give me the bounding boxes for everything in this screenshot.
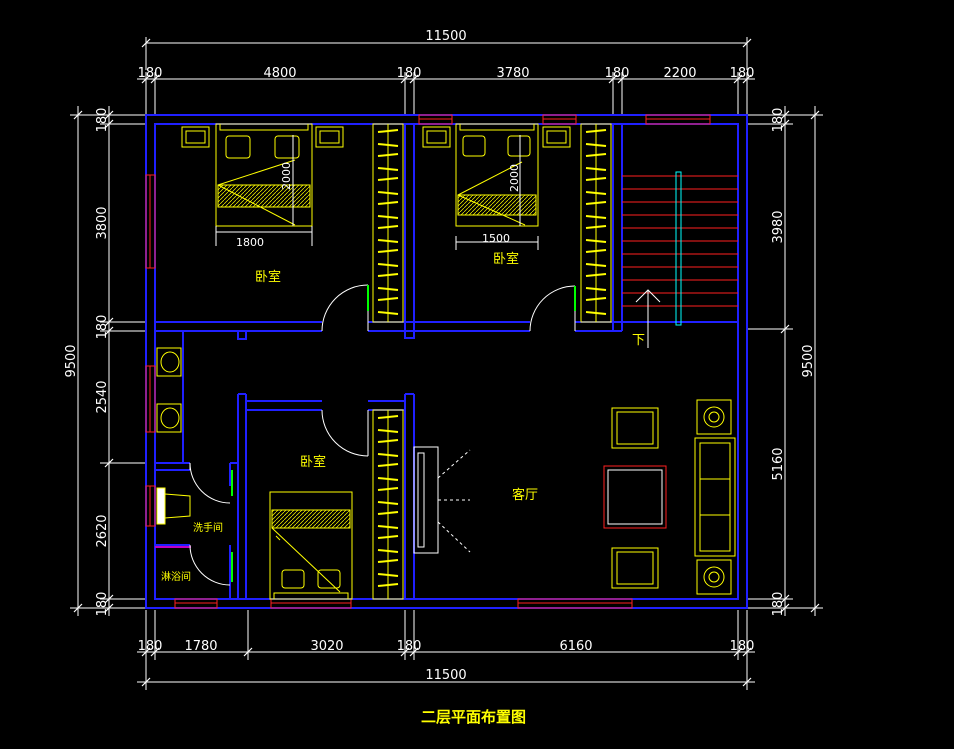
stair-railing [675, 171, 682, 326]
tv-cabinet [413, 446, 471, 554]
dim-left-4: 2540 [95, 380, 110, 413]
dimension-slashes [73, 38, 820, 687]
stair-arrow [635, 289, 661, 348]
bed-2 [422, 123, 571, 250]
top-ticks [145, 72, 748, 115]
bed-3 [269, 491, 353, 600]
dim-right-4: 180 [771, 592, 786, 617]
left-dim-texts: 180 3800 180 2540 2620 180 9500 [64, 108, 110, 617]
dim-bottom-total: 11500 [425, 668, 466, 683]
bed2-width-label: 1500 [482, 232, 510, 245]
dim-bottom-5: 6160 [559, 639, 592, 654]
dim-top-1: 180 [138, 66, 163, 81]
stairs: 下 [622, 171, 738, 348]
washbasins [156, 347, 182, 433]
room-label-shower: 淋浴间 [161, 570, 191, 583]
dim-bottom-2: 1780 [184, 639, 217, 654]
dim-bottom-1: 180 [138, 639, 163, 654]
dim-left-2: 3800 [95, 206, 110, 239]
room-label-bedroom-3: 卧室 [300, 454, 326, 470]
dim-top-7: 180 [730, 66, 755, 81]
toilet [156, 487, 191, 525]
dim-top-total: 11500 [425, 29, 466, 44]
dim-top-3: 180 [397, 66, 422, 81]
stair-treads [622, 175, 738, 307]
room-label-washroom: 洗手间 [193, 521, 223, 534]
dim-bottom-6: 180 [730, 639, 755, 654]
dim-top-5: 180 [605, 66, 630, 81]
sofa-set [603, 399, 736, 595]
dim-left-5: 2620 [95, 514, 110, 547]
bed1-length-label: 2000 [280, 162, 293, 190]
dim-bottom-4: 180 [397, 639, 422, 654]
bed2-length-label: 2000 [508, 164, 521, 192]
dim-bottom-3: 3020 [310, 639, 343, 654]
bed-1 [181, 123, 344, 246]
dim-top-4: 3780 [496, 66, 529, 81]
dim-left-6: 180 [95, 592, 110, 617]
bed1-width-label: 1800 [236, 236, 264, 249]
room-label-living: 客厅 [512, 487, 538, 503]
dim-left-3: 180 [95, 315, 110, 340]
dim-top-6: 2200 [663, 66, 696, 81]
right-dim-texts: 180 3980 5160 180 9500 [771, 108, 816, 617]
dim-right-1: 180 [771, 108, 786, 133]
wardrobe-hangers [377, 129, 607, 587]
drawing-title: 二层平面布置图 [421, 708, 526, 726]
stair-down-label: 下 [632, 333, 645, 348]
dim-left-1: 180 [95, 108, 110, 133]
right-ticks [747, 114, 793, 609]
walls [145, 114, 748, 609]
windows [145, 114, 711, 609]
dim-right-3: 5160 [771, 447, 786, 480]
door-leaves [231, 285, 576, 582]
left-ticks [100, 114, 146, 609]
room-label-bedroom-2: 卧室 [493, 251, 519, 267]
dim-left-total: 9500 [64, 344, 79, 377]
dim-right-total: 9500 [801, 344, 816, 377]
dim-top-2: 4800 [263, 66, 296, 81]
room-label-bedroom-1: 卧室 [255, 269, 281, 285]
dim-right-2: 3980 [771, 210, 786, 243]
